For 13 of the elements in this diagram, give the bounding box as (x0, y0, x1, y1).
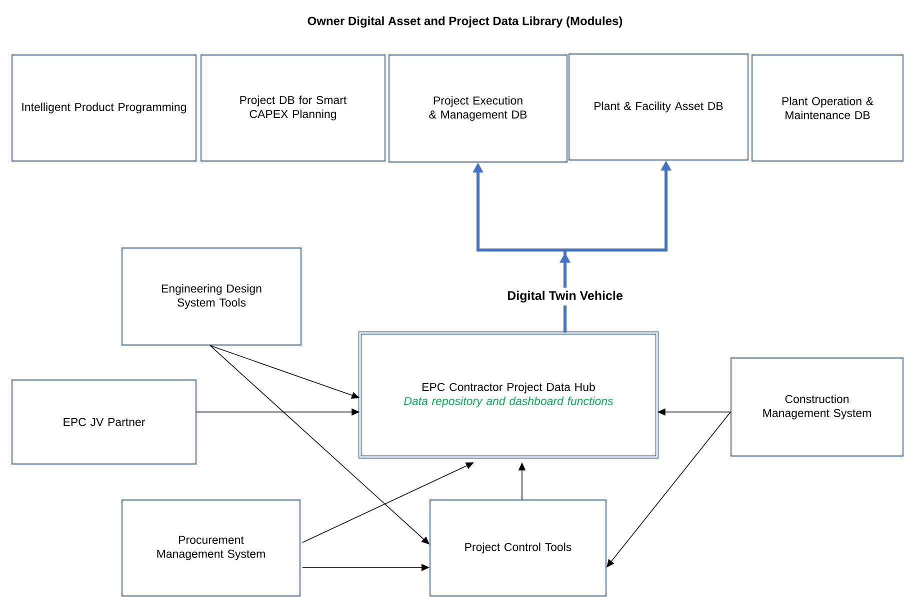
module-box: Plant & Facility Asset DB (568, 54, 748, 160)
system-box: Construction Management System (730, 358, 904, 456)
module-box: Intelligent Product Programming (12, 54, 196, 162)
system-box: Procurement Management System (122, 500, 300, 596)
module-box: Project DB for Smart CAPEX Planning (200, 54, 386, 162)
title: Owner Digital Asset and Project Data Library (Modules) (308, 16, 622, 28)
system-box: Engineering Design System Tools (122, 248, 302, 346)
system-box: EPC JV Partner (12, 380, 196, 464)
system-box: Project Control Tools (430, 500, 606, 596)
module-box: Project Execution & Management DB (388, 54, 568, 162)
hub-box: EPC Contractor Project Data Hub Data repository and dashboard functions (358, 332, 658, 458)
edge-label: Digital Twin Vehicle (504, 288, 626, 306)
module-box: Plant Operation & Maintenance DB (752, 54, 904, 162)
